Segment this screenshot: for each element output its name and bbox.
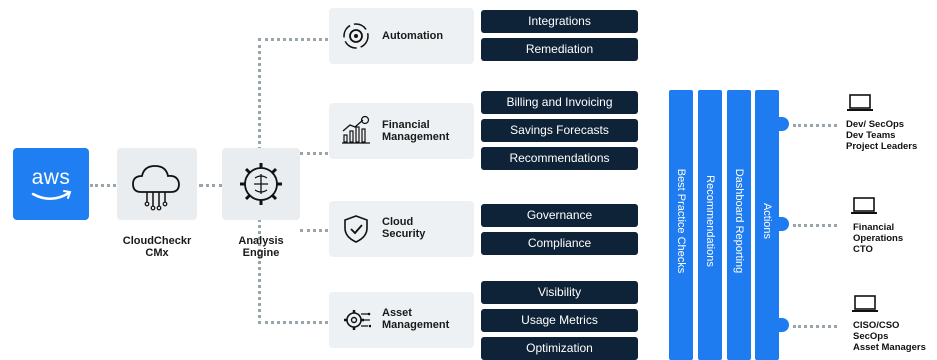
bar-best-practice-checks-label: Best Practice Checks	[675, 168, 687, 274]
item-billing-and-invoicing: Billing and Invoicing	[481, 91, 638, 114]
category-security-line1: Cloud	[382, 216, 414, 228]
audience-2-line3: CTO	[853, 244, 873, 255]
bar-dashboard-reporting: Dashboard Reporting	[727, 90, 751, 360]
category-financial-line2: Management	[382, 131, 450, 143]
bar-dashboard-reporting-label: Dashboard Reporting	[733, 168, 745, 274]
audience-financial: Financial Operations CTO	[853, 222, 935, 255]
connector-cloudcheckr-analysis	[199, 184, 223, 187]
bar-actions: Actions	[755, 90, 779, 360]
item-savings-forecasts: Savings Forecasts	[481, 119, 638, 142]
cloudcheckr-label: CloudCheckr CMx	[107, 235, 207, 259]
gear-circuit-icon	[344, 310, 371, 330]
cloud-circuit-icon	[132, 165, 180, 211]
item-optimization: Optimization	[481, 337, 638, 360]
connector-trunk-automation	[258, 38, 328, 41]
category-asset-line2: Management	[382, 319, 450, 331]
category-automation-label: Automation	[382, 30, 443, 42]
category-asset-management: Asset Management	[329, 292, 474, 348]
item-remediation: Remediation	[481, 38, 638, 61]
item-recommendations: Recommendations	[481, 147, 638, 170]
connector-bump-3	[779, 318, 789, 332]
connector-bump-2	[779, 217, 789, 231]
laptop-icon	[851, 294, 879, 314]
category-automation-line1: Automation	[382, 30, 444, 42]
cloudcheckr-tile	[117, 148, 197, 220]
audience-1-line1: Dev/ SecOps	[846, 119, 905, 130]
audience-3-line3: Asset Managers	[853, 342, 926, 353]
item-governance: Governance	[481, 204, 638, 227]
laptop-icon	[850, 196, 878, 216]
shield-check-icon	[344, 215, 368, 243]
category-asset-label: Asset Management	[382, 307, 449, 331]
connector-trunk-asset	[258, 321, 328, 324]
analysis-engine-tile	[222, 148, 300, 220]
category-security-label: Cloud Security	[382, 216, 425, 240]
category-automation: Automation	[329, 8, 474, 64]
connector-analysis-financial	[300, 152, 328, 155]
aws-smile-icon	[31, 190, 72, 200]
gear-cycle-icon	[343, 23, 369, 49]
aws-logo-text: aws	[31, 166, 71, 189]
audience-1-line3: Project Leaders	[846, 141, 918, 152]
category-asset-line1: Asset	[382, 307, 412, 319]
connector-audience-3	[793, 325, 837, 328]
bar-best-practice-checks: Best Practice Checks	[669, 90, 693, 360]
category-financial-label: Financial Management	[382, 119, 449, 143]
analysis-engine-label: Analysis Engine	[211, 235, 311, 259]
bar-recommendations: Recommendations	[698, 90, 722, 360]
analysis-engine-label-line2: Engine	[242, 247, 280, 259]
audience-3-line2: SecOps	[853, 331, 889, 342]
aws-logo: aws	[13, 148, 89, 220]
bar-recommendations-label: Recommendations	[704, 175, 716, 267]
audience-3-line1: CISO/CSO	[853, 320, 900, 331]
connector-bump-1	[779, 117, 789, 131]
cloudcheckr-label-line1: CloudCheckr	[122, 235, 192, 247]
bar-chart-dollar-icon	[342, 115, 370, 144]
audience-1-line2: Dev Teams	[846, 130, 896, 141]
category-security-line2: Security	[382, 228, 426, 240]
category-cloud-security: Cloud Security	[329, 201, 474, 257]
connector-trunk-security	[300, 229, 328, 232]
cloudcheckr-label-line2: CMx	[145, 247, 169, 259]
category-financial-line1: Financial	[382, 119, 430, 131]
connector-aws-cloudcheckr	[90, 184, 116, 187]
gear-brain-icon	[240, 163, 282, 205]
item-compliance: Compliance	[481, 232, 638, 255]
audience-2-line1: Financial	[853, 222, 895, 233]
item-integrations: Integrations	[481, 10, 638, 33]
audience-dev-secops: Dev/ SecOps Dev Teams Project Leaders	[846, 119, 936, 152]
audience-ciso: CISO/CSO SecOps Asset Managers	[853, 320, 937, 353]
item-visibility: Visibility	[481, 281, 638, 304]
bar-actions-label: Actions	[761, 202, 773, 240]
category-financial-management: Financial Management	[329, 103, 474, 159]
item-usage-metrics: Usage Metrics	[481, 309, 638, 332]
connector-audience-2	[793, 224, 837, 227]
analysis-engine-label-line1: Analysis	[238, 235, 284, 247]
connector-audience-1	[793, 124, 837, 127]
laptop-icon	[846, 93, 874, 113]
audience-2-line2: Operations	[853, 233, 904, 244]
